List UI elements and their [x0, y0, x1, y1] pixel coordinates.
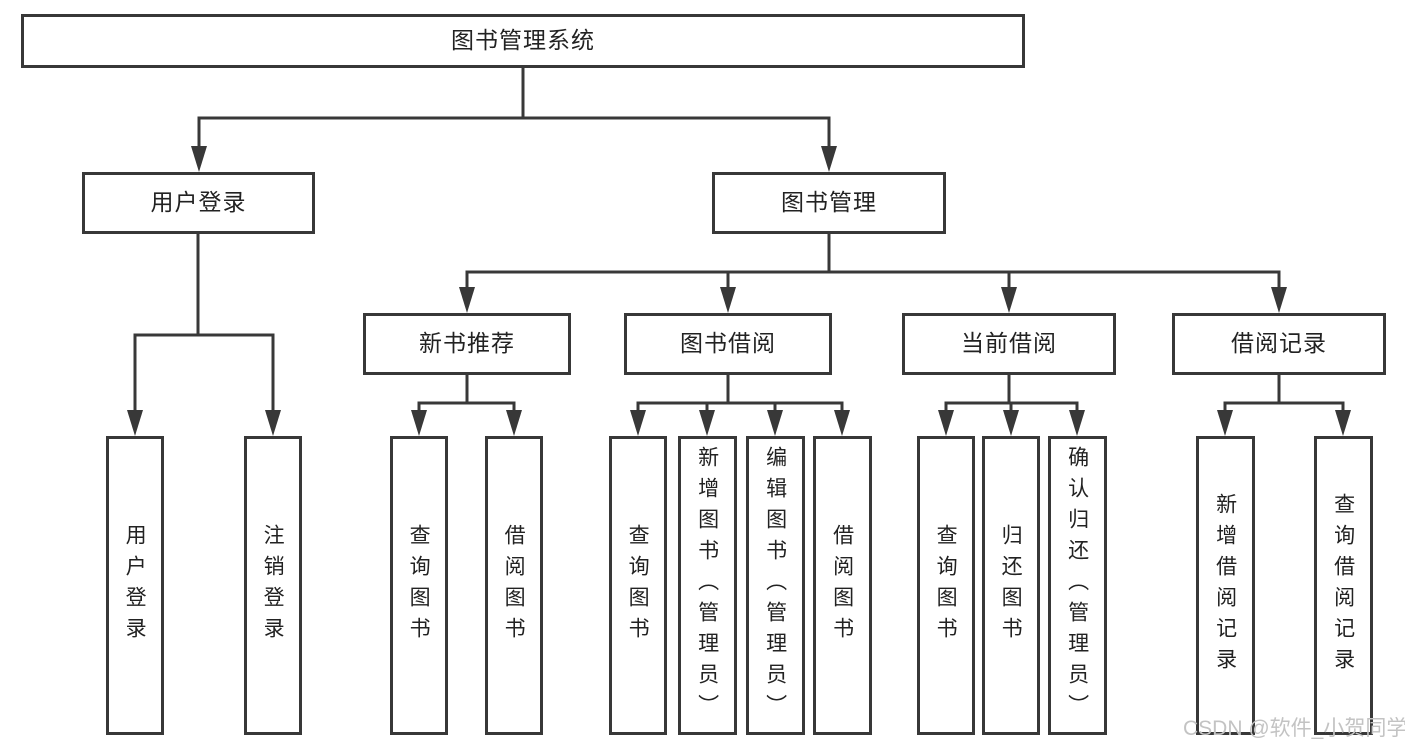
leaf-records-add-borrow-record: 新增借阅记录	[1196, 436, 1255, 735]
leaf-logout: 注销登录	[244, 436, 302, 735]
node-book-borrowing: 图书借阅	[624, 313, 832, 375]
leaf-current-return-books: 归还图书	[982, 436, 1040, 735]
node-new-book-recommendation: 新书推荐	[363, 313, 571, 375]
node-user-login: 用户登录	[82, 172, 315, 234]
leaf-current-query-books: 查询图书	[917, 436, 975, 735]
leaf-borrowing-borrow-books: 借阅图书	[813, 436, 872, 735]
node-book-management: 图书管理	[712, 172, 946, 234]
leaf-records-query-borrow-record: 查询借阅记录	[1314, 436, 1373, 735]
leaf-borrowing-query-books: 查询图书	[609, 436, 667, 735]
leaf-borrowing-edit-books-admin: 编辑图书（管理员）	[746, 436, 805, 735]
node-root-library-system: 图书管理系统	[21, 14, 1025, 68]
csdn-watermark: CSDN @软件_小贺同学	[1183, 717, 1405, 740]
leaf-user-login: 用户登录	[106, 436, 164, 735]
leaf-recommend-borrow-books: 借阅图书	[485, 436, 543, 735]
node-borrowing-records: 借阅记录	[1172, 313, 1386, 375]
leaf-recommend-query-books: 查询图书	[390, 436, 448, 735]
leaf-borrowing-add-books-admin: 新增图书（管理员）	[678, 436, 737, 735]
leaf-current-confirm-return-admin: 确认归还（管理员）	[1048, 436, 1107, 735]
node-current-borrowing: 当前借阅	[902, 313, 1116, 375]
